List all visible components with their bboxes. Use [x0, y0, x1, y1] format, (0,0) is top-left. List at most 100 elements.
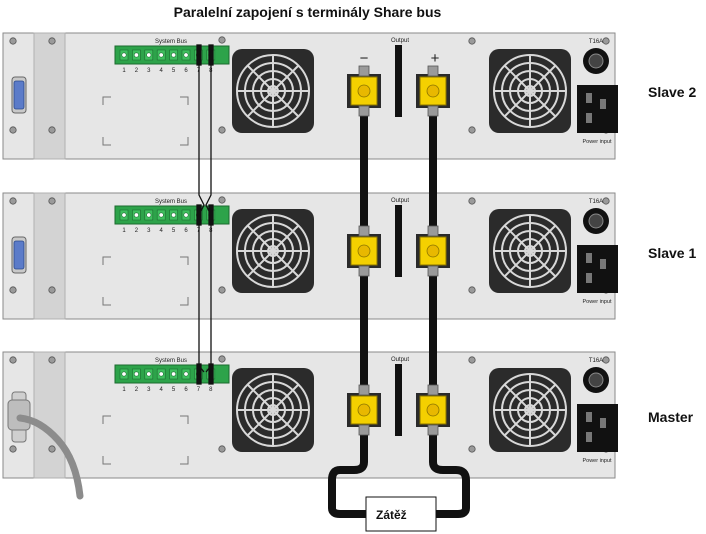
terminal-screw-icon — [158, 52, 164, 58]
output-label: Output — [391, 198, 409, 204]
terminal-screw-icon — [146, 52, 152, 58]
terminal-number: 8 — [209, 387, 213, 393]
screw-icon — [602, 37, 610, 45]
power-inlet-icon — [577, 404, 618, 452]
screw-icon — [9, 445, 17, 453]
terminal-lug — [358, 424, 370, 436]
screw-icon — [468, 197, 476, 205]
bus-wire-terminal-stub — [196, 204, 202, 226]
fan-spoke — [504, 65, 556, 117]
power-input-label: Power input — [582, 458, 612, 464]
unit-label-slave-1: Slave 1 — [648, 245, 697, 261]
load-label: Zátěž — [376, 508, 407, 522]
screw-icon — [468, 356, 476, 364]
load-box: Zátěž — [365, 496, 437, 532]
fuse-label: T16A — [589, 199, 603, 205]
fuse-cap-icon — [588, 213, 604, 229]
terminal-number: 5 — [172, 387, 176, 393]
terminal-nut — [357, 244, 371, 258]
screw-icon — [468, 286, 476, 294]
output-terminal-icon — [419, 384, 447, 436]
terminal-number: 1 — [122, 68, 126, 74]
terminal-number: 1 — [122, 228, 126, 234]
load-box-frame — [365, 496, 437, 532]
corner-mark-icon — [180, 415, 189, 424]
corner-mark-icon — [102, 297, 111, 306]
fan-spoke — [247, 65, 299, 117]
terminal-nut — [357, 84, 371, 98]
fan-spoke — [504, 384, 556, 436]
screw-icon — [218, 126, 226, 134]
screw-icon — [218, 36, 226, 44]
terminal-nut — [426, 403, 440, 417]
terminal-number: 1 — [122, 387, 126, 393]
screw-icon — [468, 445, 476, 453]
corner-mark-icon — [180, 96, 189, 105]
power-input-label: Power input — [582, 299, 612, 305]
power-inlet-pin-icon — [586, 412, 592, 422]
fuse-label: T16A — [589, 39, 603, 45]
terminal-screw-icon — [183, 371, 189, 377]
terminal-screw-icon — [133, 52, 139, 58]
screw-icon — [218, 196, 226, 204]
terminal-screw-icon — [158, 371, 164, 377]
output-label: Output — [391, 357, 409, 363]
positive-cable — [429, 95, 470, 518]
terminal-number: 6 — [184, 387, 188, 393]
screw-icon — [468, 126, 476, 134]
power-inlet-icon — [577, 85, 618, 133]
screw-icon — [468, 37, 476, 45]
screw-icon — [48, 286, 56, 294]
terminal-lug — [358, 65, 370, 77]
terminal-screw-icon — [121, 212, 127, 218]
terminal-lug — [427, 65, 439, 77]
power-inlet-pin-icon — [586, 253, 592, 263]
screw-icon — [48, 126, 56, 134]
corner-mark-icon — [102, 415, 111, 424]
bus-wire-terminal-stub — [196, 363, 202, 385]
screw-icon — [602, 356, 610, 364]
output-terminal-icon — [350, 384, 378, 436]
terminal-nut — [426, 84, 440, 98]
terminal-screw-icon — [183, 212, 189, 218]
power-inlet-pin-icon — [586, 93, 592, 103]
screw-icon — [9, 37, 17, 45]
terminal-lug — [427, 384, 439, 396]
terminal-number: 5 — [172, 228, 176, 234]
system-bus-label: System Bus — [155, 199, 187, 205]
terminal-screw-icon — [171, 212, 177, 218]
terminal-number: 2 — [135, 68, 139, 74]
fan-icon — [232, 49, 314, 133]
screw-icon — [9, 286, 17, 294]
terminal-nut — [357, 403, 371, 417]
system-bus-label: System Bus — [155, 39, 187, 45]
terminal-screw-icon — [133, 212, 139, 218]
fan-icon — [489, 49, 571, 133]
screw-icon — [9, 356, 17, 364]
terminal-lug — [427, 105, 439, 117]
fan-icon — [489, 368, 571, 452]
terminal-screw-icon — [171, 371, 177, 377]
fuse-cap-icon — [588, 53, 604, 69]
fan-icon — [489, 209, 571, 293]
panel-side-strip — [33, 32, 66, 160]
power-inlet-icon — [577, 245, 618, 293]
unit-label-slave-2: Slave 2 — [648, 84, 697, 100]
fan-spoke — [247, 225, 299, 277]
power-input-label: Power input — [582, 139, 612, 145]
corner-mark-icon — [180, 297, 189, 306]
terminal-number: 7 — [197, 387, 201, 393]
terminal-lug — [427, 424, 439, 436]
fan-spoke — [504, 225, 556, 277]
screw-icon — [218, 445, 226, 453]
corner-mark-icon — [102, 137, 111, 146]
corner-mark-icon — [180, 456, 189, 465]
bus-wire-terminal-stub — [208, 44, 214, 66]
data-cable — [16, 414, 84, 500]
fan-icon — [232, 368, 314, 452]
corner-mark-icon — [102, 256, 111, 265]
